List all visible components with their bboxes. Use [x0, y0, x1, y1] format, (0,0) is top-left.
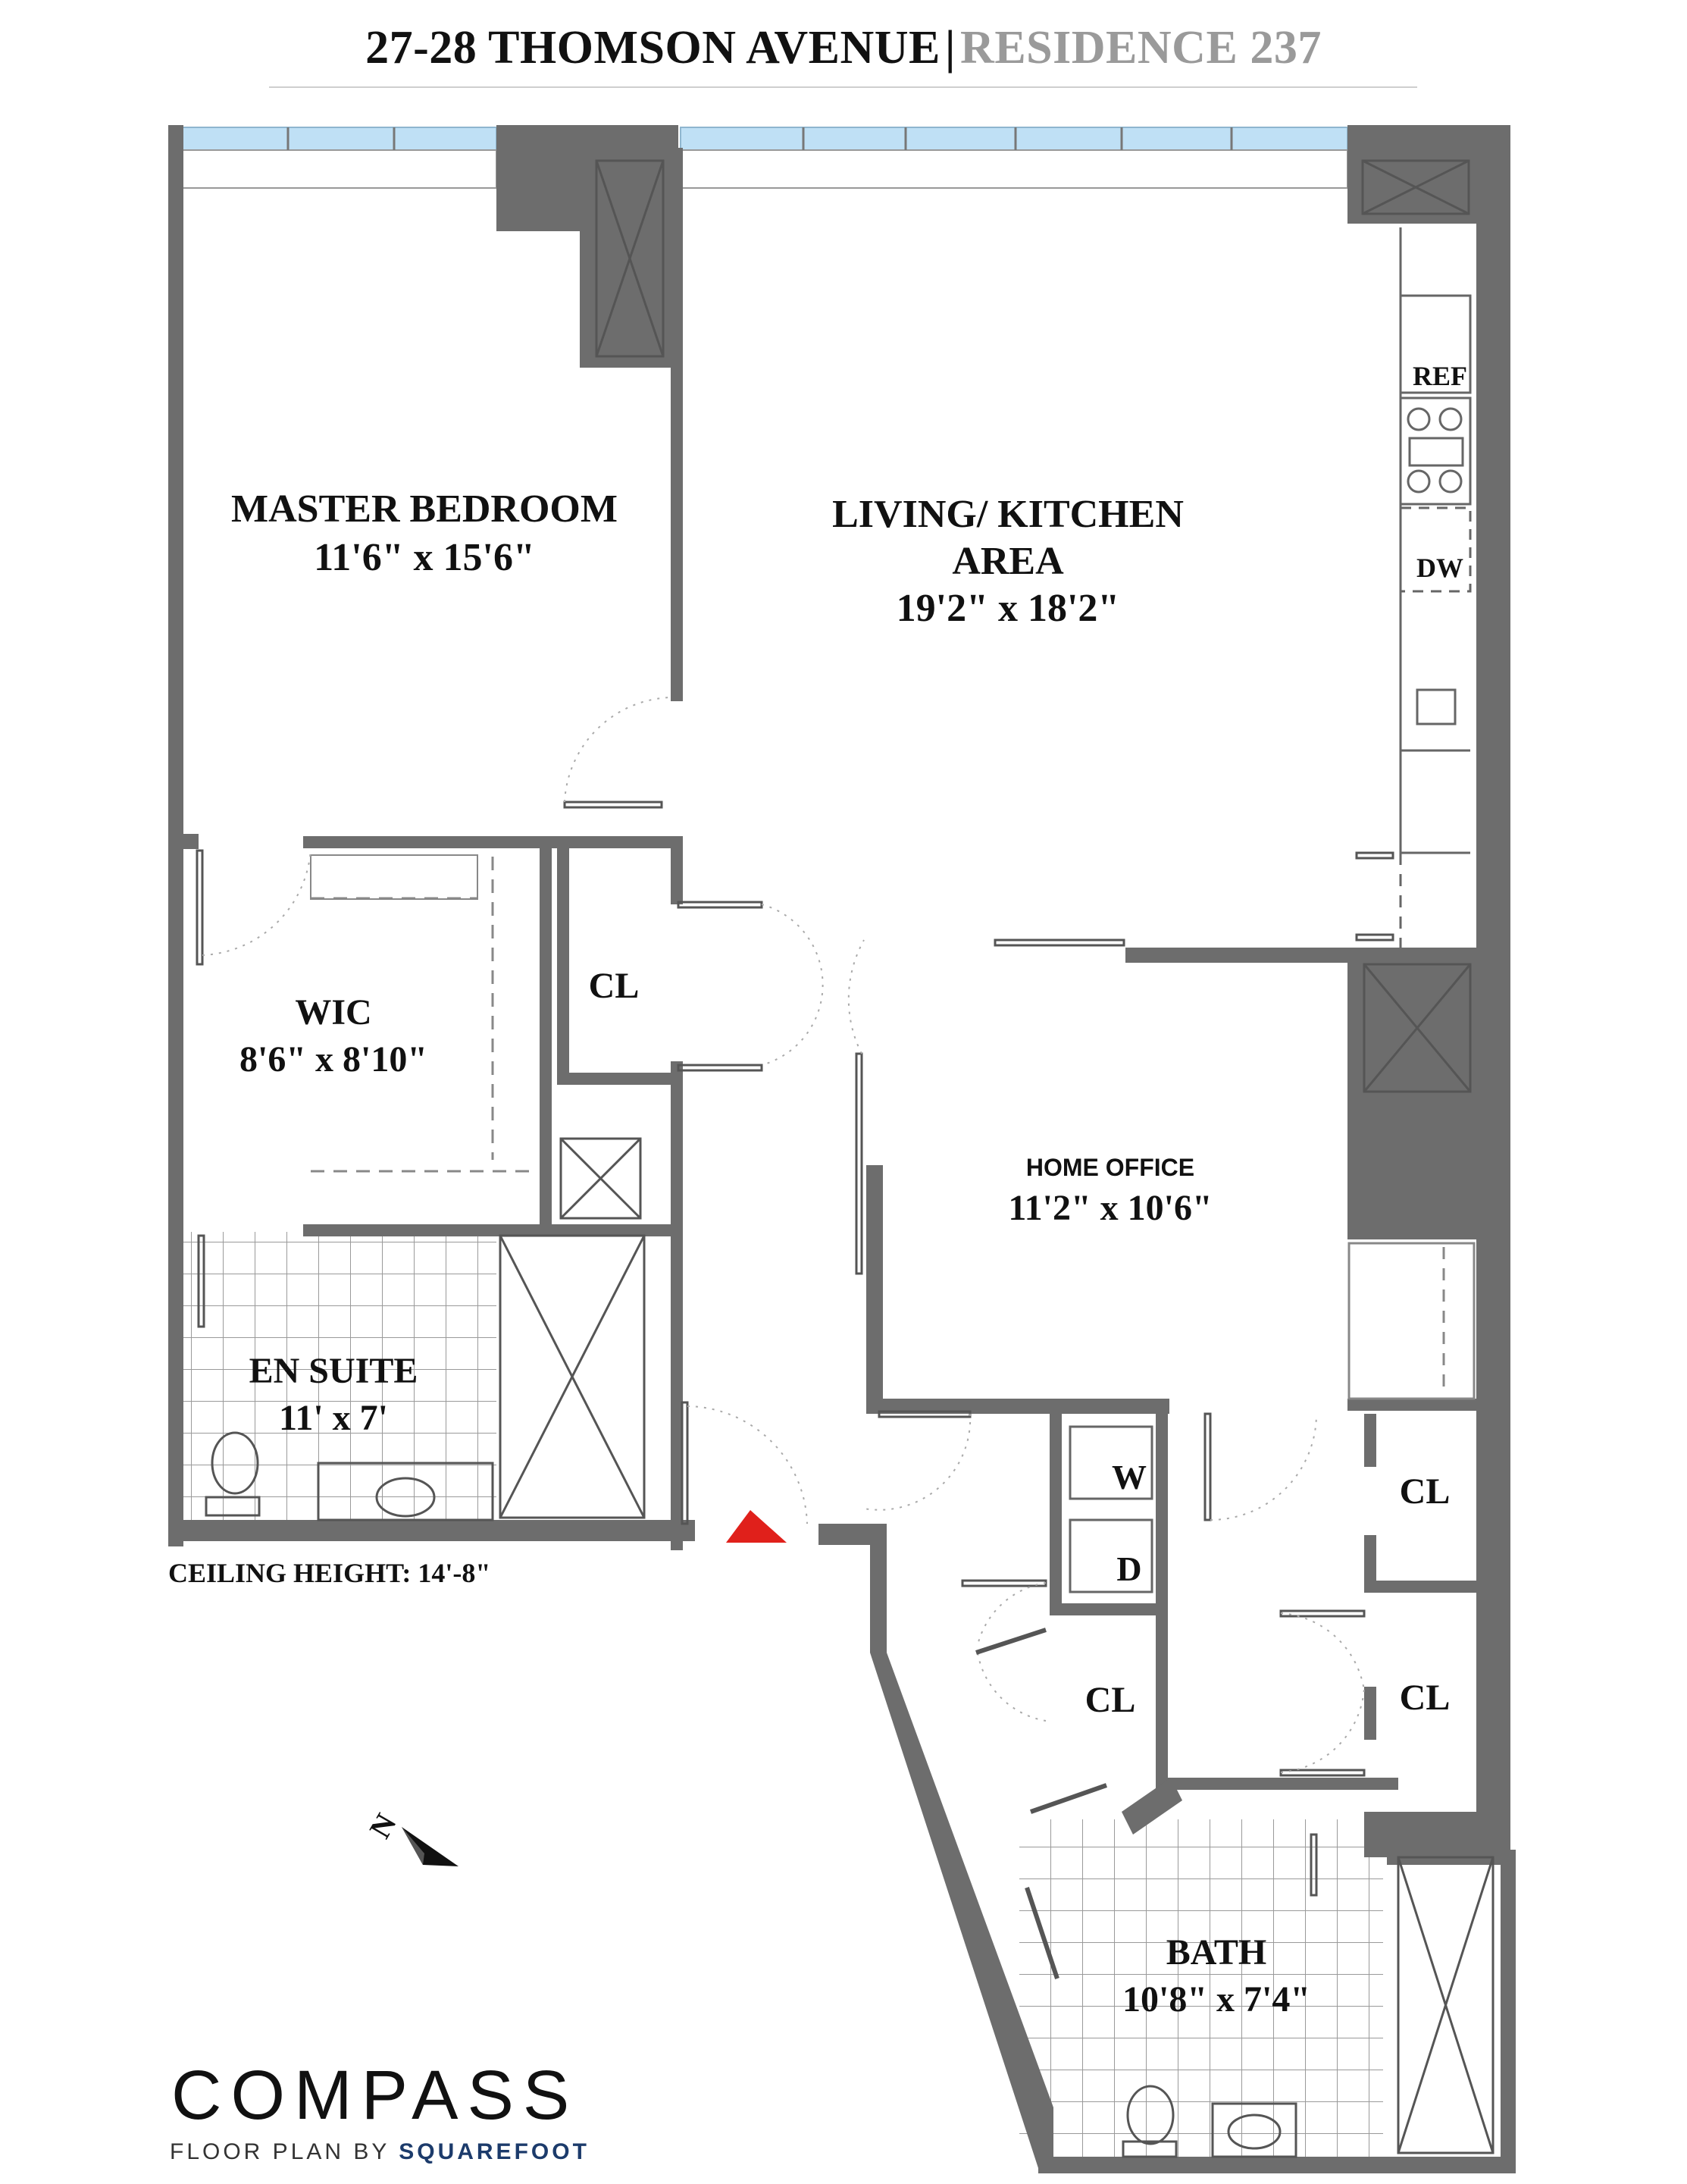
dryer-label: D: [1116, 1549, 1142, 1588]
living-kitchen-dims: 19'2" x 18'2": [896, 587, 1120, 630]
closet-center-label: CL: [588, 966, 640, 1006]
refrigerator-label: REF: [1413, 361, 1467, 391]
home-office-dims: 11'2" x 10'6": [1008, 1188, 1213, 1228]
office-closet: [1347, 1242, 1476, 1400]
north-arrow: [402, 1827, 459, 1866]
bath-corner-wall: [1122, 1778, 1182, 1835]
wic-name: WIC: [295, 992, 372, 1032]
angled-doors: [975, 1628, 1107, 1979]
bath-tile-floor: [1019, 1819, 1383, 2157]
wic-dims: 8'6" x 8'10": [239, 1039, 427, 1079]
floor-plan-byline: FLOOR PLAN BY SQUAREFOOT: [170, 2139, 590, 2165]
door-swings: [202, 697, 1365, 1773]
bath-bottom-wall: [1038, 2157, 1501, 2173]
ceiling-height-note: CEILING HEIGHT: 14'-8": [168, 1558, 491, 1588]
living-kitchen-name-2: AREA: [952, 540, 1064, 583]
living-kitchen-name-1: LIVING/ KITCHEN: [832, 493, 1184, 536]
compass-logo: COMPASS: [171, 2057, 579, 2134]
home-office-name: HOME OFFICE: [1025, 1154, 1195, 1181]
ensuite-fixtures: [205, 1431, 494, 1521]
bath-name: BATH: [1166, 1932, 1267, 1972]
master-bedroom-label: MASTER BEDROOM 11'6" x 15'6": [227, 485, 621, 582]
entry-marker: [726, 1510, 787, 1543]
home-office-label: HOME OFFICE 11'2" x 10'6": [966, 1151, 1254, 1233]
diagonal-wall: [870, 1653, 1053, 2168]
closet-right-upper-label: CL: [1399, 1471, 1451, 1512]
kitchen-counter: [1399, 227, 1472, 948]
residence-title: RESIDENCE 237: [960, 22, 1322, 74]
shafts: [499, 159, 1495, 2154]
wic-shelf: [310, 854, 478, 900]
closet-right-lower-label: CL: [1399, 1678, 1451, 1718]
header-rule: [269, 86, 1417, 88]
window-strip: [181, 127, 1348, 189]
address-title: 27-28 THOMSON AVENUE: [365, 22, 941, 74]
closet-laundry-label: CL: [1084, 1680, 1136, 1720]
title-separator: |: [944, 22, 956, 74]
living-kitchen-label: LIVING/ KITCHEN AREA 19'2" x 18'2": [818, 491, 1197, 632]
master-bedroom-dims: 11'6" x 15'6": [314, 536, 535, 579]
en-suite-name: EN SUITE: [249, 1351, 418, 1391]
washer-dryer: [1069, 1425, 1153, 1593]
byline-brand: SQUAREFOOT: [399, 2139, 590, 2164]
ensuite-tile-floor: [182, 1232, 496, 1520]
wic-label: WIC 8'6" x 8'10": [220, 989, 447, 1083]
master-bedroom-name: MASTER BEDROOM: [231, 487, 618, 531]
en-suite-label: EN SUITE 11' x 7': [220, 1348, 447, 1442]
en-suite-dims: 11' x 7': [278, 1398, 389, 1438]
bath-right-wall: [1501, 1850, 1516, 2173]
bath-fixtures: [1122, 2085, 1297, 2158]
page-header: 27-28 THOMSON AVENUE|RESIDENCE 237: [0, 21, 1687, 75]
washer-label: W: [1112, 1458, 1147, 1496]
bath-dims: 10'8" x 7'4": [1122, 1979, 1310, 2019]
bath-label: BATH 10'8" x 7'4": [1095, 1929, 1338, 2023]
dishwasher-label: DW: [1416, 553, 1463, 583]
byline-prefix: FLOOR PLAN BY: [170, 2139, 390, 2164]
